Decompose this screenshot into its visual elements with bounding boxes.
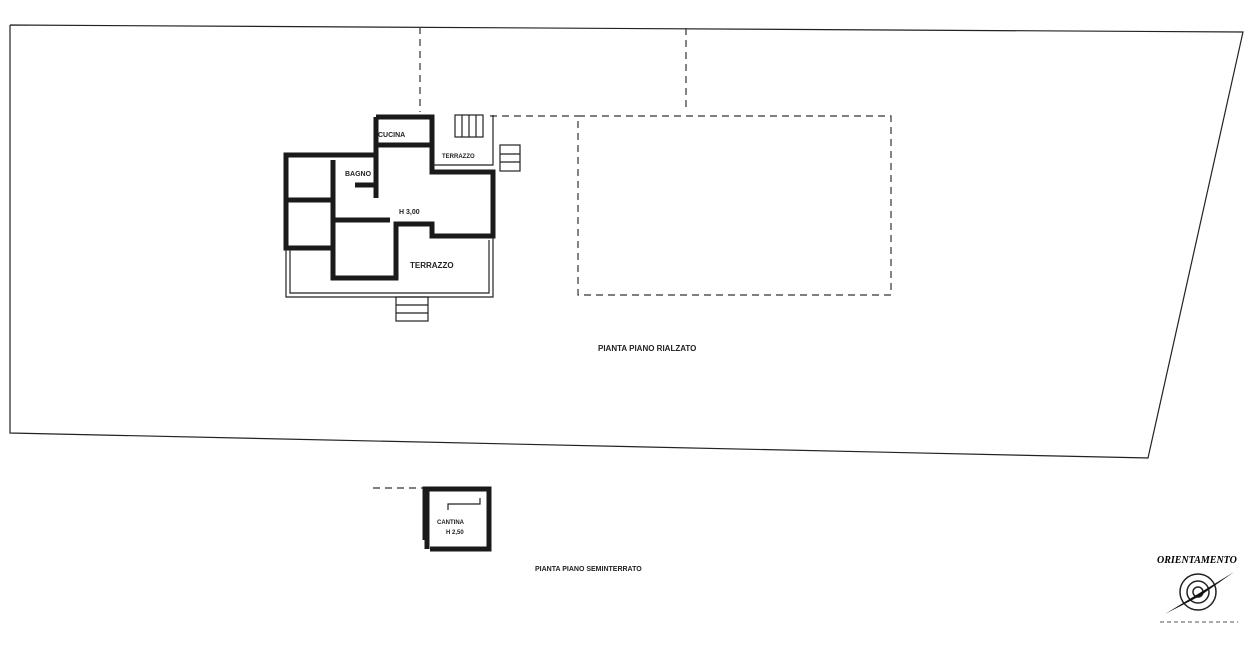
lot-boundary bbox=[9, 24, 1244, 459]
room-height-label: H 3,00 bbox=[399, 209, 420, 216]
cellar-room bbox=[422, 486, 492, 552]
room-label-terrace: TERRAZZO bbox=[410, 261, 454, 270]
house-upper-floor bbox=[283, 114, 521, 322]
north-arrow-icon bbox=[1160, 572, 1238, 623]
plan-title-upper: PIANTA PIANO RIALZATO bbox=[598, 344, 696, 353]
room-height-label-cellar: H 2,50 bbox=[446, 530, 464, 536]
dashed-annex-outline bbox=[577, 115, 892, 296]
room-label-cellar: CANTINA bbox=[437, 520, 465, 526]
room-label-terrace-small: TERRAZZO bbox=[442, 154, 475, 160]
room-label-kitchen: CUCINA bbox=[378, 132, 405, 139]
orientation-label: ORIENTAMENTO bbox=[1157, 555, 1237, 566]
room-label-bathroom: BAGNO bbox=[345, 171, 372, 178]
plan-title-lower: PIANTA PIANO SEMINTERRATO bbox=[535, 566, 642, 573]
